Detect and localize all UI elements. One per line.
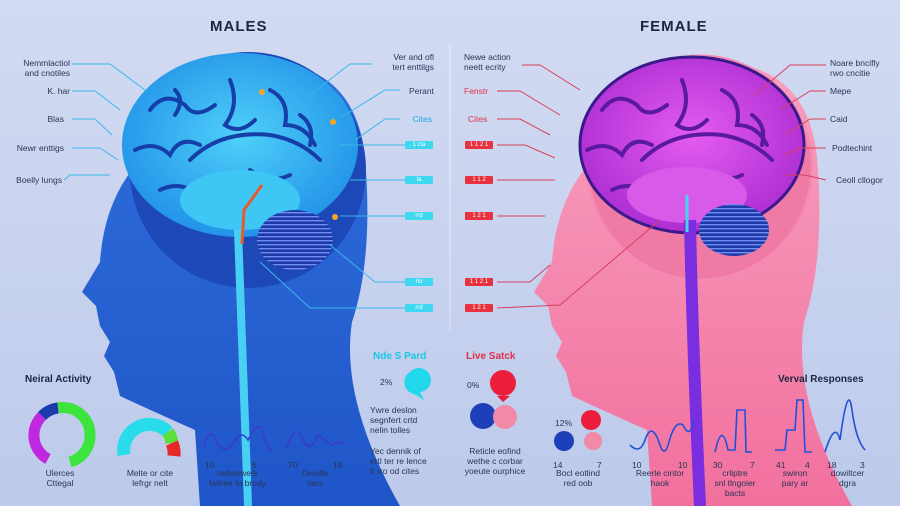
male-box-3: rrd [405, 212, 433, 220]
female-pct-2: 12% [555, 418, 573, 428]
male-side-title: Nde S Pard [373, 351, 427, 362]
male-box-1: 1 cta [405, 141, 433, 149]
female-label-7: Podtechint [832, 143, 873, 153]
male-label-8: Cites [412, 114, 432, 124]
male-wave-1 [202, 425, 275, 451]
female-cerebellum [699, 204, 769, 256]
female-blob-chart-2 [554, 410, 602, 451]
female-label-6: Caid [830, 114, 848, 124]
vwave1-label: Reerle cintor haok [635, 468, 685, 488]
female-head [534, 54, 852, 506]
vwave1-tick-2: 10 [678, 460, 688, 470]
female-label-4: Noare bncifly rwo cncitie [830, 58, 880, 78]
male-donut-chart [28, 402, 96, 468]
male-speech-bubble-icon [404, 368, 431, 400]
vwave2-tick-2: 7 [750, 460, 755, 470]
verbal-wave-4 [824, 399, 866, 453]
donut-segment-navy [38, 402, 60, 421]
male-label-6: Ver and ofl tert enttilgs [392, 52, 434, 72]
verbal-wave-3 [775, 399, 812, 453]
male-wave-2 [286, 430, 346, 449]
female-box-5: 1 2 1 [465, 304, 493, 312]
male-cerebellum [257, 210, 333, 270]
male-side-pct: 2% [380, 377, 393, 387]
male-label-2: K. har [47, 86, 70, 96]
neural-activity-title: Neiral Activity [25, 374, 92, 385]
male-side-text-2: Yec dennik of ertl ter re lence It rro o… [370, 446, 427, 476]
vwave4-tick-2: 3 [860, 460, 865, 470]
vwave3-tick-1: 41 [776, 460, 786, 470]
female-box-2: 1 1 2 [465, 176, 493, 184]
female-title: FEMALE [640, 18, 708, 35]
female-verbal-waves [629, 399, 866, 453]
male-gauge-chart [117, 417, 181, 457]
donut-segment-magenta [28, 412, 51, 464]
gauge-segment-green [162, 428, 179, 445]
male-limbic [180, 170, 300, 230]
gauge-segment-cyan [117, 417, 173, 457]
male-title: MALES [210, 18, 268, 35]
female-label-8: Ceoll cllogor [836, 175, 883, 185]
vwave2-label: crliptre snl tlngoier bacts [714, 468, 756, 498]
female-label-3: Cites [468, 114, 488, 124]
female-pct-1: 0% [467, 380, 480, 390]
male-box-4: rto [405, 278, 433, 286]
vwave3-tick-2: 4 [805, 460, 810, 470]
verbal-responses-title: Verval Responses [778, 374, 864, 385]
female-blob-chart-1 [470, 370, 517, 429]
female-side-title: Live Satck [466, 351, 516, 362]
vwave4-tick-1: 18 [827, 460, 837, 470]
male-box-5: rrd [405, 304, 433, 312]
blob2-tick-1: 14 [553, 460, 563, 470]
male-box-2: ta [405, 176, 433, 184]
gauge-segment-red [165, 440, 181, 457]
gauge-label: Melte or cite lefrgr nelt [126, 468, 174, 488]
vwave4-label: dowiltcer dgra [830, 468, 865, 488]
male-side-text-1: Ywre deslon segnfert crtd nelin tolles [370, 405, 418, 435]
female-label-2: Fenstr [464, 86, 489, 96]
female-box-1: 1 1 2 1 [465, 141, 493, 149]
wave2-tick-1: 70 [288, 460, 298, 470]
male-head [82, 52, 400, 506]
wave1-label: nelteowerk lwilme tu brody [209, 468, 266, 488]
male-label-1: Nemmlactiol and cnotiles [23, 58, 70, 78]
female-spinal-cord [684, 219, 706, 506]
wave1-tick-1: 10 [205, 460, 215, 470]
male-label-5: Boelly lungs [16, 175, 62, 185]
donut-segment-green [56, 402, 96, 468]
wave1-tick-2: 6 [252, 460, 257, 470]
verbal-wave-1 [629, 419, 695, 452]
female-leader-lines [496, 64, 827, 309]
female-box-3: 1 2 1 [465, 212, 493, 220]
wave2-tick-2: 19 [333, 460, 343, 470]
female-blob-label: Reticle eofind wethe c corbar yoeute our… [464, 446, 526, 476]
female-label-5: Mepe [830, 86, 852, 96]
male-highlight-path [240, 184, 264, 245]
vwave3-label: swiron pary ar [781, 468, 809, 488]
donut-label: Ulerces Cttegal [45, 468, 75, 488]
vwave2-tick-1: 30 [713, 460, 723, 470]
male-spinal-cord [234, 229, 252, 506]
wave2-label: Owalte tans [301, 468, 329, 488]
male-markers [259, 89, 338, 220]
female-box-4: 1 1 2 1 [465, 278, 493, 286]
male-label-3: Blas [47, 114, 64, 124]
male-leader-lines [63, 63, 405, 309]
blob2-tick-2: 7 [597, 460, 602, 470]
female-label-1: Newe action neett ecrity [464, 52, 511, 72]
blob2-label: Bocl eotlind red oob [556, 468, 600, 488]
vwave1-tick-1: 10 [632, 460, 642, 470]
male-label-4: Newr enttigs [16, 143, 64, 153]
male-label-7: Perant [408, 86, 434, 96]
verbal-wave-2 [714, 409, 752, 453]
